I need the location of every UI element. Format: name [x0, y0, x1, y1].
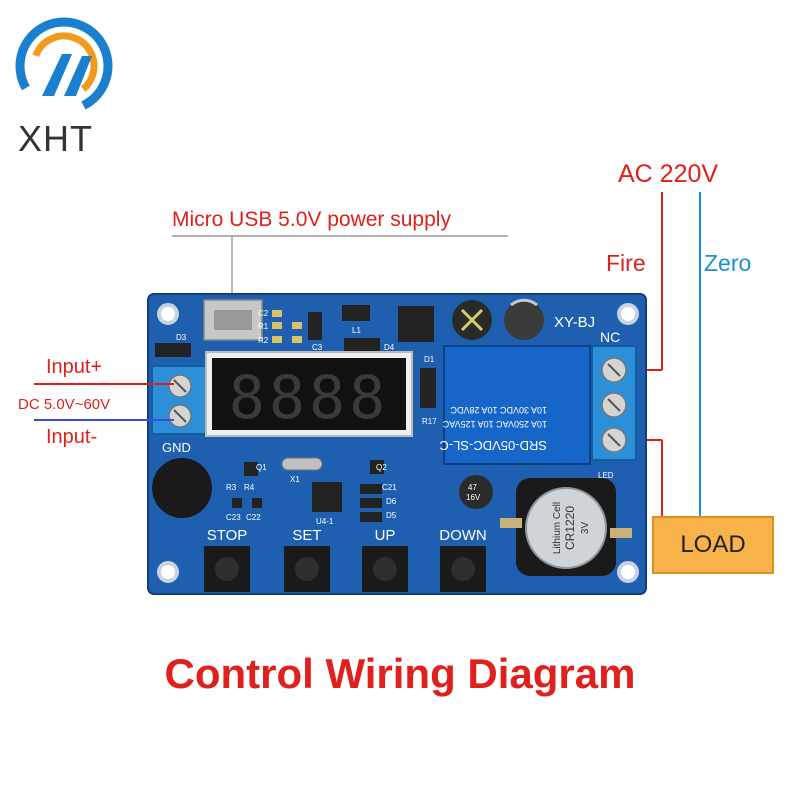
fire-label: Fire — [606, 250, 646, 276]
usb-power-label: Micro USB 5.0V power supply — [172, 208, 451, 231]
cap-text-1: 47 — [468, 483, 477, 492]
comp-label: C2 — [258, 309, 269, 318]
comp-label: R17 — [422, 417, 437, 426]
board-model-text: XY-BJ — [554, 314, 595, 331]
battery-text-2: CR1220 — [563, 506, 577, 550]
stop-label: STOP — [207, 527, 248, 544]
comp-label: C22 — [246, 513, 261, 522]
comp-label: Q1 — [256, 463, 267, 472]
comp-label: C21 — [382, 483, 397, 492]
comp-label: L1 — [352, 326, 361, 335]
relay-model-text: SRD-05VDC-SL-C — [439, 438, 547, 453]
nc-label: NC — [600, 329, 620, 345]
battery-text-1: Lithium Cell — [552, 502, 563, 554]
xht-logo-icon — [15, 17, 113, 115]
comp-label: U4-1 — [316, 517, 334, 526]
input-plus-label: Input+ — [46, 356, 103, 378]
button-group — [204, 546, 486, 592]
down-label: DOWN — [439, 527, 487, 544]
comp-label: D1 — [424, 355, 435, 364]
comp-label: R1 — [258, 322, 269, 331]
zero-label: Zero — [704, 250, 752, 276]
dc-range-label: DC 5.0V~60V — [18, 396, 111, 413]
load-box: LOAD — [652, 516, 774, 574]
gnd-label: GND — [162, 440, 191, 455]
comp-label: R4 — [244, 483, 255, 492]
input-minus-label: Input- — [46, 426, 98, 448]
comp-label: C23 — [226, 513, 241, 522]
diagram-title: Control Wiring Diagram — [164, 650, 636, 697]
cap-text-2: 16V — [466, 493, 481, 502]
relay-rating-text-1: 10A 250VAC 10A 125VAC — [442, 419, 547, 429]
up-label: UP — [375, 527, 396, 544]
logo-text: XHT — [18, 118, 93, 159]
comp-label: R3 — [226, 483, 237, 492]
ac-voltage-label: AC 220V — [618, 160, 719, 188]
relay-rating-text-2: 10A 30VDC 10A 28VDC — [450, 405, 547, 415]
comp-label: C3 — [312, 343, 323, 352]
display-digits: 8888 — [229, 363, 390, 433]
battery-text-3: 3V — [580, 522, 591, 535]
comp-label: D3 — [176, 333, 187, 342]
set-label: SET — [292, 527, 321, 544]
comp-label: R2 — [258, 336, 269, 345]
comp-label: D6 — [386, 497, 397, 506]
comp-label: D5 — [386, 511, 397, 520]
comp-label: D4 — [384, 343, 395, 352]
led-label: LED — [598, 471, 614, 480]
comp-label: Q2 — [376, 463, 387, 472]
comp-label: X1 — [290, 475, 300, 484]
